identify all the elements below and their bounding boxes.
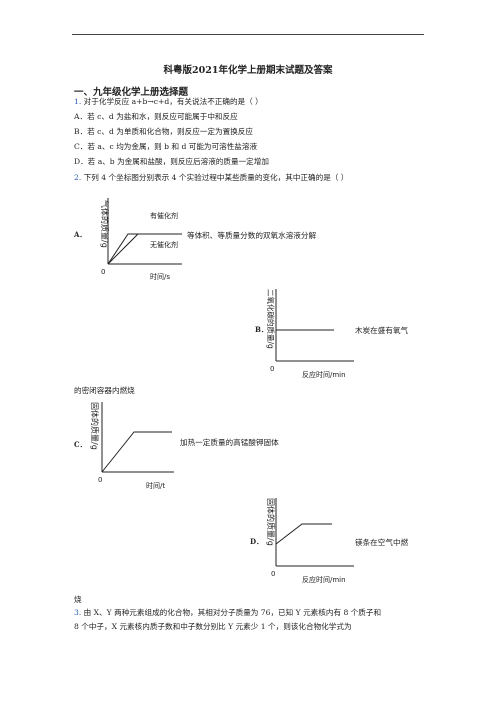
- question-3-number: 3.: [74, 608, 82, 617]
- question-3-line-2: 8 个中子，X 元素核内质子数和中子数分别比 Y 元素少 1 个，则该化合物化学…: [74, 622, 352, 631]
- question-1-option-a: A．若 c、d 为盐和水，则反应可能属于中和反应: [74, 112, 238, 121]
- graph-c: 固体的质量/g 0 时间/t: [90, 402, 174, 490]
- question-1-stem: 对于化学反应 a+b→c+d，有关说法不正确的是（ ）: [83, 97, 263, 106]
- graph-a-ylabel: 气体的质量/g: [100, 200, 110, 248]
- page-title: 科粤版2021年化学上册期末试题及答案: [163, 65, 333, 76]
- question-2-number: 2.: [74, 173, 82, 182]
- question-2: 2. 下列 4 个坐标图分别表示 4 个实验过程中某些质量的变化，其中正确的是（…: [74, 172, 348, 183]
- question-1-option-b: B．若 c、d 为单质和化合物，则反应一定为置换反应: [74, 127, 253, 136]
- option-a-label: A．: [74, 230, 87, 239]
- question-2-stem: 下列 4 个坐标图分别表示 4 个实验过程中某些质量的变化，其中正确的是（ ）: [83, 173, 349, 182]
- question-1-number: 1.: [74, 97, 82, 106]
- graph-a-curve-label-no-catalyst: 无催化剂: [150, 240, 178, 249]
- question-1-option-c: C．若 a、c 均为金属，则 b 和 d 可能为可溶性盐溶液: [74, 142, 258, 151]
- option-b-description-continued: 的密闭容器内燃烧: [74, 386, 135, 395]
- graph-a: 气体的质量/g 有催化剂 无催化剂 0 时间/s: [100, 198, 182, 281]
- graph-b: 二氧化碳的质量/g 0 反应时间/min: [266, 289, 354, 379]
- graph-a-xlabel: 时间/s: [150, 272, 170, 281]
- graph-d-origin: 0: [271, 570, 275, 578]
- option-d-label: D．: [250, 537, 264, 546]
- graph-a-origin: 0: [101, 268, 105, 276]
- graph-c-ylabel: 固体的质量/g: [90, 402, 100, 450]
- section-heading: 一、九年级化学上册选择题: [74, 87, 189, 98]
- question-3-line-1: 由 X、Y 两种元素组成的化合物，其相对分子质量为 76，已知 Y 元素核内有 …: [83, 608, 382, 617]
- question-3: 3. 由 X、Y 两种元素组成的化合物，其相对分子质量为 76，已知 Y 元素核…: [74, 607, 381, 618]
- question-1: 1. 对于化学反应 a+b→c+d，有关说法不正确的是（ ）: [74, 96, 263, 107]
- option-c-description: 加热一定质量的高锰酸钾固体: [180, 438, 279, 447]
- graph-d-ylabel: 固体的质量/g: [266, 498, 276, 546]
- option-a-description: 等体积、等质量分数的双氧水溶液分解: [187, 231, 317, 240]
- graph-b-origin: 0: [270, 365, 274, 373]
- graph-c-origin: 0: [98, 476, 102, 484]
- option-b-label: B．: [255, 325, 268, 334]
- question-1-option-d: D．若 a、b 为金属和盐酸，则反应后溶液的质量一定增加: [74, 157, 269, 166]
- graph-d-xlabel: 反应时间/min: [302, 575, 346, 584]
- option-b-description: 木炭在盛有氧气: [355, 326, 409, 335]
- graph-c-xlabel: 时间/t: [146, 481, 165, 490]
- graph-b-xlabel: 反应时间/min: [302, 370, 346, 379]
- graph-a-curve-label-catalyst: 有催化剂: [150, 211, 178, 220]
- option-d-description: 镁条在空气中燃: [355, 538, 409, 547]
- header-rule: [72, 34, 424, 35]
- option-d-description-continued: 烧: [74, 595, 82, 604]
- graph-b-ylabel: 二氧化碳的质量/g: [266, 289, 276, 349]
- graph-d: 固体的质量/g 0 反应时间/min: [266, 498, 354, 584]
- option-c-label: C．: [74, 440, 87, 449]
